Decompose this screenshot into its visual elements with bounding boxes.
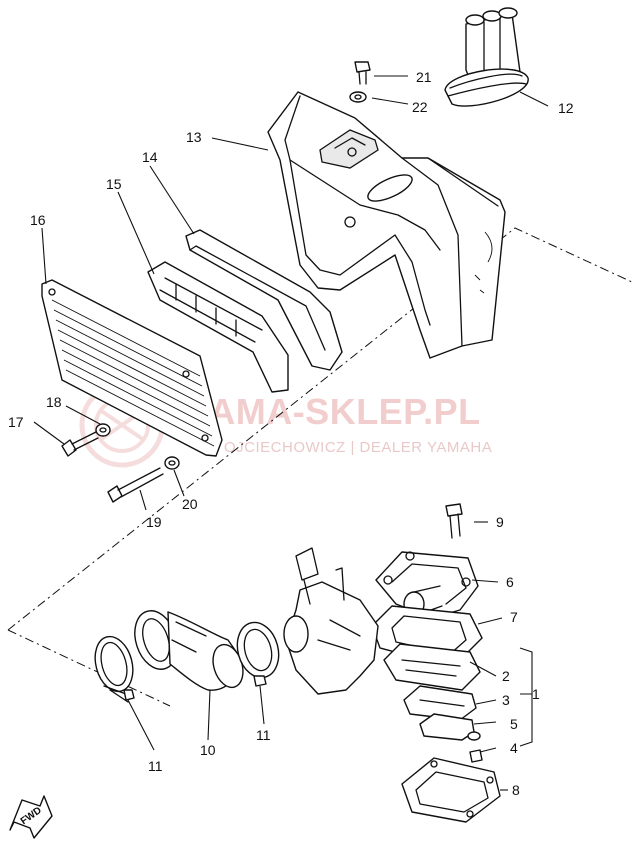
fwd-arrow: FWD (9, 795, 53, 839)
bolt-9 (445, 503, 463, 539)
screw-17 (61, 431, 99, 457)
callout-2: 2 (502, 668, 510, 684)
reed-plate-2 (383, 643, 481, 691)
callout-16: 16 (30, 212, 46, 228)
callout-15: 15 (106, 176, 122, 192)
cover-16 (41, 279, 223, 457)
callout-19: 19 (146, 514, 162, 530)
clamp-11-left (94, 635, 135, 703)
callout-9: 9 (496, 514, 504, 530)
washer-20 (164, 456, 180, 470)
callout-11-left: 11 (148, 758, 163, 774)
gasket-8 (401, 757, 501, 823)
screw-4 (467, 731, 483, 763)
callout-12: 12 (558, 100, 574, 116)
reed-petal-3 (403, 685, 477, 721)
clamp-11-right (236, 621, 280, 687)
callout-13: 13 (186, 129, 202, 145)
callout-6: 6 (506, 574, 514, 590)
callout-5: 5 (510, 716, 518, 732)
callout-11-right: 11 (256, 727, 271, 743)
carburetor (283, 547, 379, 695)
callout-21: 21 (416, 69, 432, 85)
watermark-title: YAMA-SKLEP.PL (188, 391, 481, 432)
callout-22: 22 (412, 99, 428, 115)
washer-18 (95, 423, 111, 437)
separator-line (7, 227, 633, 707)
watermark-subtitle: OJCIECHOWICZ | DEALER YAMAHA (224, 439, 492, 456)
washer-22 (349, 91, 367, 103)
callout-8: 8 (512, 782, 520, 798)
reed-stopper-5 (419, 713, 475, 741)
air-box-13 (267, 91, 506, 359)
callout-14: 14 (142, 149, 158, 165)
callout-18: 18 (46, 394, 62, 410)
bolt-19 (107, 467, 164, 503)
callout-labels: 1 2 3 4 5 6 7 8 9 10 11 11 12 13 14 15 1… (8, 69, 574, 798)
joint-10 (134, 610, 244, 691)
bolt-21 (354, 61, 371, 85)
leader-lines (33, 75, 549, 791)
callout-17: 17 (8, 414, 24, 430)
callout-4: 4 (510, 740, 518, 756)
joint-12 (444, 7, 529, 107)
callout-10: 10 (200, 742, 216, 758)
callout-1: 1 (532, 686, 540, 702)
callout-20: 20 (182, 496, 198, 512)
callout-7: 7 (510, 609, 518, 625)
callout-3: 3 (502, 692, 510, 708)
element-14 (185, 229, 343, 371)
